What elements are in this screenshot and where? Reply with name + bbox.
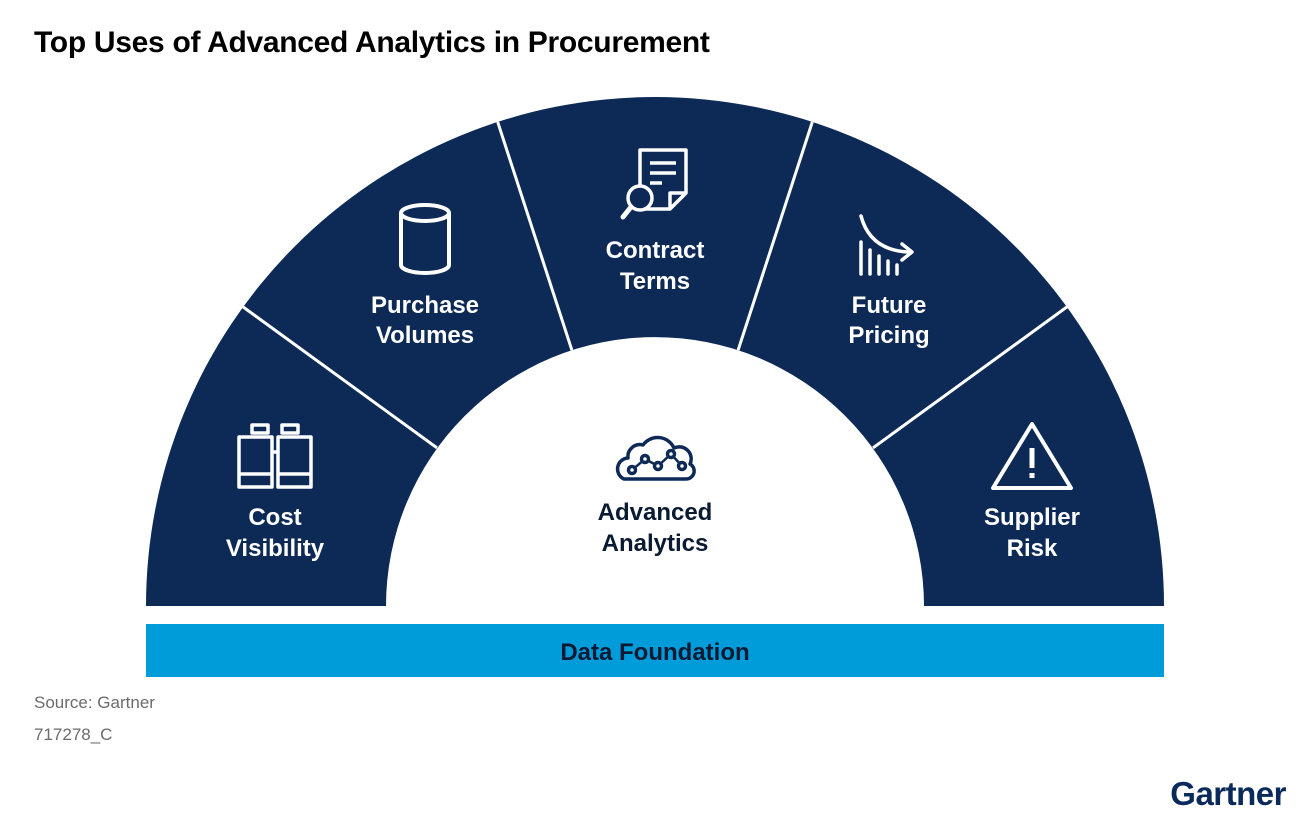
segment-label-line2: Risk	[1007, 535, 1058, 562]
figure-code: 717278_C	[34, 725, 113, 744]
segment-label-line2: Visibility	[226, 535, 325, 562]
segment-label-line2: Volumes	[376, 322, 474, 349]
warning-icon	[991, 422, 1073, 490]
center-label-line2: Analytics	[602, 530, 709, 557]
segment-contract-terms: Contract Terms	[606, 148, 705, 295]
segment-purchase-volumes: Purchase Volumes	[371, 203, 479, 349]
segment-label-line2: Terms	[620, 268, 690, 295]
center-label-line1: Advanced	[598, 499, 713, 526]
segment-cost-visibility: Cost Visibility	[226, 423, 325, 562]
trend-chart-icon	[859, 214, 914, 276]
segment-label-line2: Pricing	[848, 322, 929, 349]
segment-label-line1: Contract	[606, 237, 705, 264]
database-icon	[399, 203, 451, 275]
page-title: Top Uses of Advanced Analytics in Procur…	[34, 26, 710, 59]
segment-dividers	[242, 121, 1068, 450]
segment-label-line1: Purchase	[371, 292, 479, 319]
foundation-label: Data Foundation	[560, 639, 749, 666]
segment-future-pricing: Future Pricing	[848, 214, 930, 349]
source-note: Source: Gartner	[34, 693, 155, 712]
binoculars-icon	[237, 423, 313, 489]
segment-label-line1: Cost	[248, 504, 301, 531]
cloud-network-icon	[615, 435, 696, 481]
segment-label-line1: Future	[852, 292, 927, 319]
data-foundation-bar: Data Foundation	[146, 624, 1164, 677]
gartner-logo: Gartner	[1170, 775, 1286, 812]
segment-supplier-risk: Supplier Risk	[984, 422, 1080, 562]
center-advanced-analytics: Advanced Analytics	[598, 435, 713, 557]
document-search-icon	[620, 148, 688, 220]
segment-label-line1: Supplier	[984, 504, 1080, 531]
